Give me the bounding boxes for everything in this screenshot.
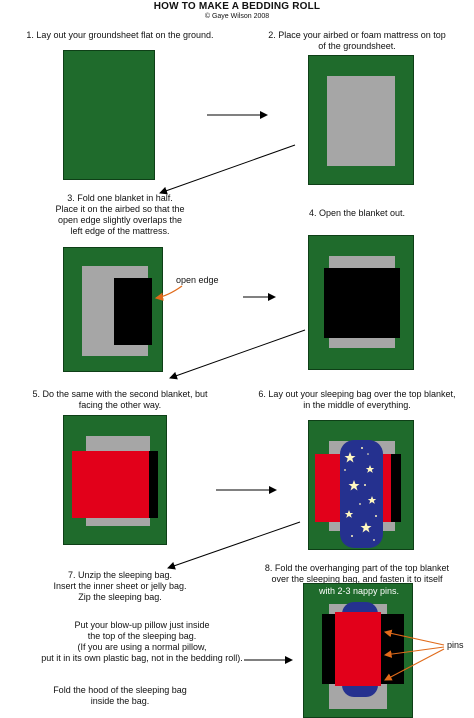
step-1-groundsheet (63, 50, 155, 180)
page-title: HOW TO MAKE A BEDDING ROLL (153, 1, 321, 12)
step-5-groundsheet (63, 415, 167, 545)
step-3-folded-blanket (114, 278, 152, 345)
step-7-text: 7. Unzip the sleeping bag.Insert the inn… (53, 570, 187, 602)
open-edge-label: open edge (176, 275, 219, 285)
step-2-groundsheet (308, 55, 414, 185)
step-4-text: 4. Open the blanket out. (308, 208, 406, 218)
step-1-text: 1. Lay out your groundsheet flat on the … (26, 30, 214, 40)
step-5-text: 5. Do the same with the second blanket, … (32, 389, 208, 410)
arrow-6-to-7 (167, 521, 301, 570)
step-2-text: 2. Place your airbed or foam mattress on… (268, 30, 446, 51)
pins-label: pins (447, 640, 464, 650)
step-8-text: 8. Fold the overhanging part of the top … (264, 563, 450, 584)
step-8-pins-text: with 2-3 nappy pins. (318, 586, 400, 596)
step-5-second-blanket (72, 451, 149, 518)
step-6-text: 6. Lay out your sleeping bag over the to… (258, 389, 456, 410)
step-2-mattress (327, 76, 395, 166)
step-4-open-blanket (324, 268, 400, 338)
arrow-4-to-5 (169, 329, 306, 380)
arrow-2-to-3 (159, 144, 296, 195)
step-8-groundsheet: with 2-3 nappy pins. (303, 583, 413, 718)
step-3-groundsheet (63, 247, 163, 372)
step-8-folded-blanket (335, 612, 381, 686)
step-6-sleeping-bag (340, 440, 383, 548)
step-3-text: 3. Fold one blanket in half.Place it on … (55, 193, 185, 236)
copyright-credit: © Gaye Wilson 2008 (204, 13, 270, 20)
step-4-groundsheet (308, 235, 414, 370)
